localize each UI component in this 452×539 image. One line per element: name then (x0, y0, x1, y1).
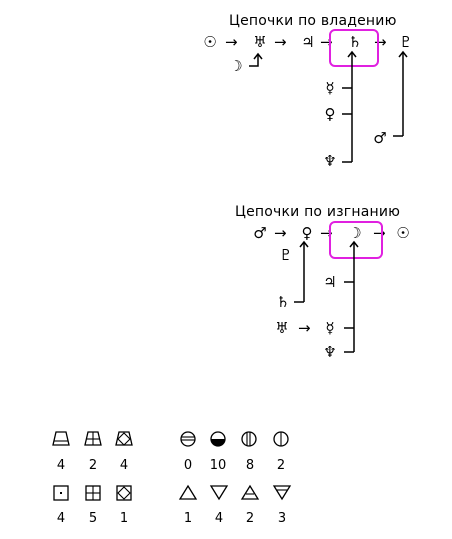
arrow: → (274, 33, 287, 51)
square-grid-icon (85, 485, 101, 501)
saturn-to-venus-connector (294, 240, 309, 303)
stat-value: 4 (56, 458, 66, 473)
moon-glyph: ☽ (229, 57, 243, 75)
uranus-glyph: ♅ (253, 33, 267, 51)
trapezoid-cross-icon (84, 431, 102, 446)
saturn-glyph: ♄ (348, 33, 362, 51)
stat-value: 1 (183, 511, 193, 526)
stat-value: 5 (88, 511, 98, 526)
arrow: → (274, 224, 287, 242)
stat-value: 4 (56, 511, 66, 526)
circle-upper-band-icon (180, 431, 196, 447)
jupiter-glyph: ♃ (301, 33, 315, 51)
stat-value: 3 (277, 511, 287, 526)
uranus-glyph: ♅ (275, 319, 289, 337)
neptune-glyph: ♆ (323, 152, 337, 170)
moon-to-uranus-connector (249, 52, 263, 67)
stat-value: 2 (245, 511, 255, 526)
jupiter-glyph: ♃ (323, 273, 337, 291)
stat-value: 2 (88, 458, 98, 473)
mars-glyph: ♂ (253, 224, 267, 242)
square-diamond-icon (116, 485, 132, 501)
pluto-glyph: ♇ (279, 246, 293, 264)
circle-right-half-icon (273, 431, 289, 447)
stat-value: 10 (209, 458, 227, 473)
pluto-glyph: ♇ (399, 33, 413, 51)
venus-glyph: ♀ (324, 105, 336, 123)
stat-value: 1 (119, 511, 129, 526)
stat-value: 4 (214, 511, 224, 526)
triangle-down-icon (209, 485, 229, 501)
circle-half-icon (210, 431, 226, 447)
triangle-down-bar-icon (272, 485, 292, 501)
moon-feeder-lines (344, 240, 359, 353)
exile-title: Цепочки по изгнанию (235, 204, 401, 220)
saturn-feeder-lines (342, 50, 357, 163)
venus-glyph: ♀ (301, 224, 313, 242)
stat-value: 2 (276, 458, 286, 473)
mars-glyph: ♂ (373, 129, 387, 147)
mercury-glyph: ☿ (325, 319, 335, 337)
stat-value: 0 (183, 458, 193, 473)
highlight-box-saturn (329, 29, 379, 67)
moon-glyph: ☽ (348, 224, 362, 242)
mars-to-pluto-connector (393, 50, 408, 137)
arrow: → (225, 33, 238, 51)
trapezoid-diamond-icon (115, 431, 133, 446)
triangle-up-icon (178, 484, 198, 500)
trapezoid-icon (52, 431, 70, 446)
neptune-glyph: ♆ (323, 343, 337, 361)
stat-value: 8 (245, 458, 255, 473)
saturn-glyph: ♄ (276, 293, 290, 311)
sun-glyph: ☉ (203, 33, 217, 51)
stat-value: 4 (119, 458, 129, 473)
mercury-glyph: ☿ (325, 79, 335, 97)
arrow: → (298, 319, 311, 337)
triangle-up-bar-icon (240, 484, 260, 500)
sun-glyph: ☉ (396, 224, 410, 242)
ownership-title: Цепочки по владению (229, 13, 397, 29)
circle-left-half-icon (241, 431, 257, 447)
square-dot-icon (53, 485, 69, 501)
highlight-box-moon (329, 221, 383, 259)
